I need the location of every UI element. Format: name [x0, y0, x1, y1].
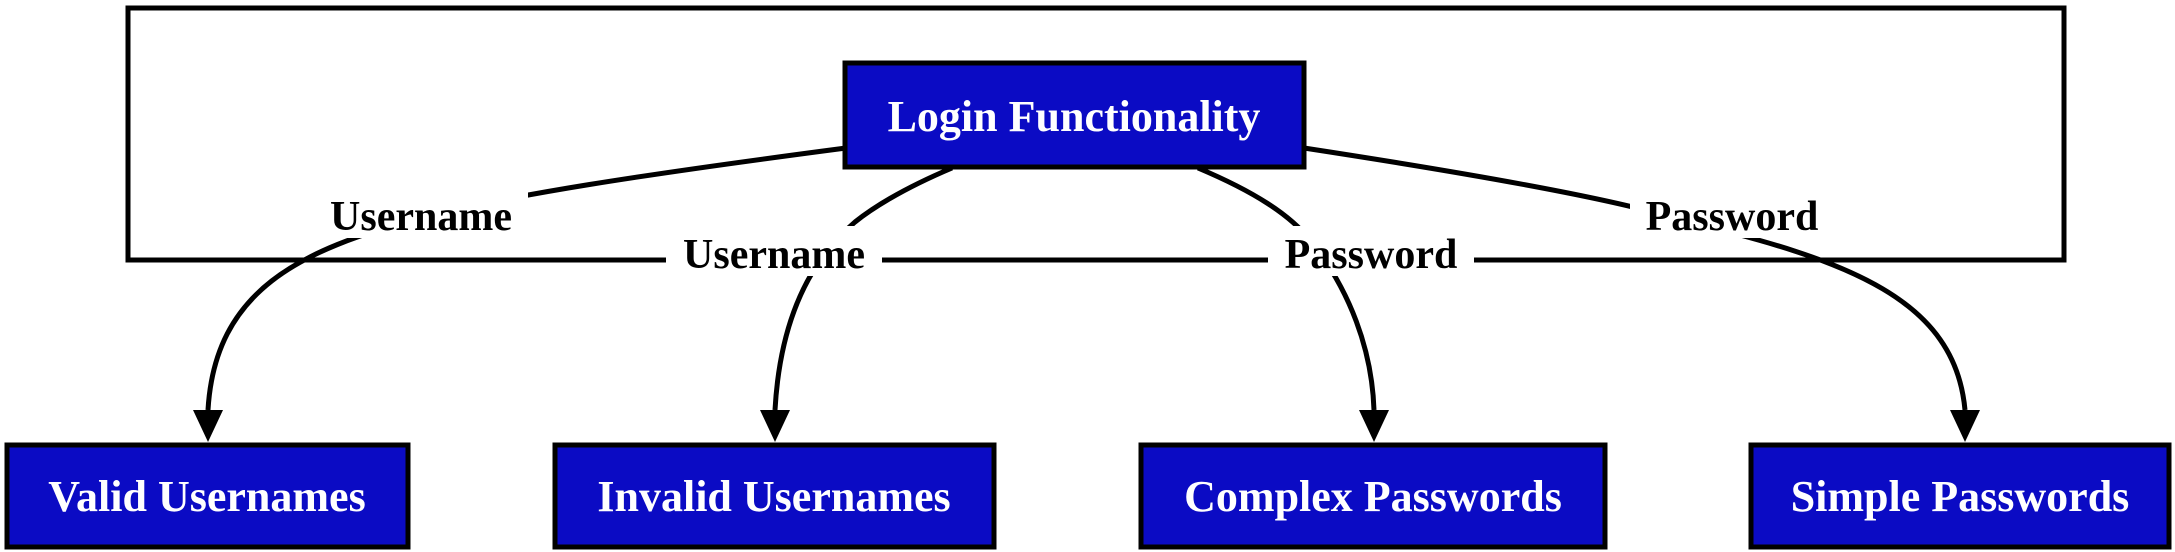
edge-arrowhead-valid-usernames — [193, 410, 223, 442]
node-login-functionality — [842, 60, 1307, 170]
edge-arrowhead-simple-passwords — [1950, 410, 1980, 442]
node-valid-usernames — [4, 442, 411, 550]
edge-label-bg-1 — [314, 188, 528, 238]
edge-invalid-usernames — [772, 165, 953, 411]
node-valid-usernames-label: Valid Usernames — [48, 472, 365, 521]
node-complex-passwords-label: Complex Passwords — [1184, 472, 1562, 521]
edge-valid-usernames — [205, 145, 847, 411]
node-login-functionality-label: Login Functionality — [888, 92, 1261, 141]
edge-label-username-2: Username — [683, 232, 865, 278]
node-complex-passwords — [1138, 442, 1608, 550]
edge-label-bg-4 — [1630, 188, 1834, 238]
edge-label-bg-3 — [1268, 226, 1474, 276]
edge-label-password-1: Password — [1285, 232, 1458, 278]
edge-complex-passwords — [1197, 165, 1377, 411]
edge-arrowhead-invalid-usernames — [760, 410, 790, 442]
node-invalid-usernames-label: Invalid Usernames — [597, 472, 950, 521]
edge-label-username-1: Username — [330, 194, 512, 240]
node-invalid-usernames — [552, 442, 997, 550]
node-simple-passwords — [1748, 442, 2172, 550]
node-simple-passwords-label: Simple Passwords — [1791, 472, 2130, 521]
edge-label-bg-2 — [666, 226, 882, 276]
edge-simple-passwords — [1303, 145, 1968, 411]
edge-label-password-2: Password — [1646, 194, 1819, 240]
cluster-box — [125, 5, 2067, 263]
edge-arrowhead-complex-passwords — [1359, 410, 1389, 442]
